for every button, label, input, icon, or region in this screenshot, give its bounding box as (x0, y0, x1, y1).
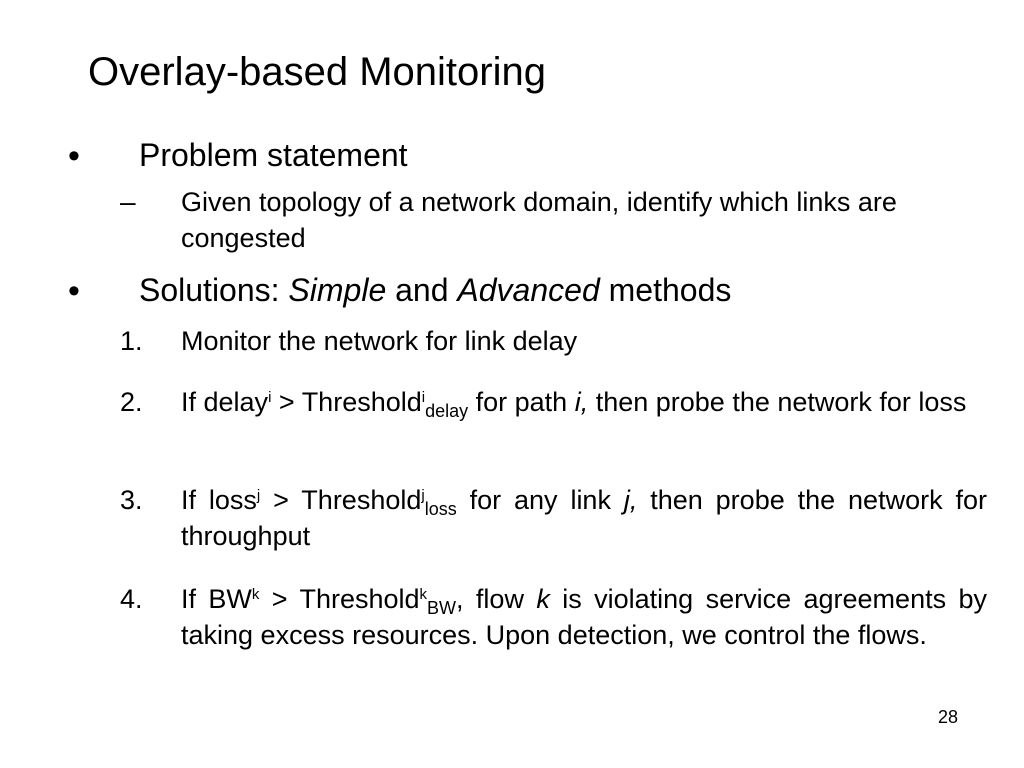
solutions-simple: Simple (288, 272, 387, 308)
step-2-sup: i (421, 389, 426, 406)
step-number: 4. (120, 584, 143, 614)
step-4-var: k (536, 584, 550, 614)
step-4-part: , flow (456, 584, 537, 614)
step-2-part: If delay (181, 387, 269, 417)
step-3-sub: loss (424, 499, 457, 519)
sub-bullet-text: Given topology of a network domain, iden… (181, 187, 897, 253)
step-2-text: If delayi > Thresholdidelay for path i, … (181, 384, 987, 420)
step-3-var: j, (623, 485, 638, 515)
step-4-sup: k (419, 586, 428, 603)
step-2-part: then probe the network for loss (588, 387, 967, 417)
bullet-marker: • (68, 137, 80, 175)
step-2-sub: delay (425, 401, 469, 421)
dash-marker: – (120, 186, 136, 217)
step-3-sup: j (421, 487, 425, 504)
step-2-part: for path (468, 387, 575, 417)
slide-title: Overlay-based Monitoring (88, 50, 546, 94)
solutions-mid: and (386, 272, 458, 308)
step-4-part: is violating service agreements by takin… (181, 584, 987, 650)
step-4-text: If BWk > ThresholdkBW, flow k is violati… (181, 581, 987, 653)
step-3-sup: j (256, 487, 261, 504)
page-number: 28 (938, 707, 959, 727)
bullet-marker: • (68, 272, 80, 310)
step-3-part: for any link (456, 485, 624, 515)
bullet-problem-statement: Problem statement (139, 137, 408, 173)
step-number: 2. (120, 387, 143, 417)
step-number: 1. (120, 326, 143, 356)
step-2-sup: i (268, 389, 272, 406)
step-3-part: then probe the network for throughput (181, 485, 987, 551)
step-number: 3. (120, 485, 143, 515)
step-3-part: > Threshold (260, 485, 422, 515)
solutions-advanced: Advanced (457, 272, 600, 308)
step-4-sub: BW (427, 598, 457, 618)
step-4-part: If BW (181, 584, 252, 614)
solutions-prefix: Solutions: (139, 272, 289, 308)
step-2-var: i, (574, 387, 589, 417)
bullet-solutions: Solutions: Simple and Advanced methods (139, 270, 731, 310)
solutions-suffix: methods (599, 272, 732, 308)
step-4-sup: k (251, 586, 260, 603)
step-3-text: If lossj > Thresholdjloss for any link j… (181, 482, 987, 554)
step-1-text: Monitor the network for link delay (181, 326, 578, 356)
step-2-part: > Threshold (271, 387, 422, 417)
step-4-part: > Threshold (259, 584, 420, 614)
step-3-part: If loss (181, 485, 257, 515)
